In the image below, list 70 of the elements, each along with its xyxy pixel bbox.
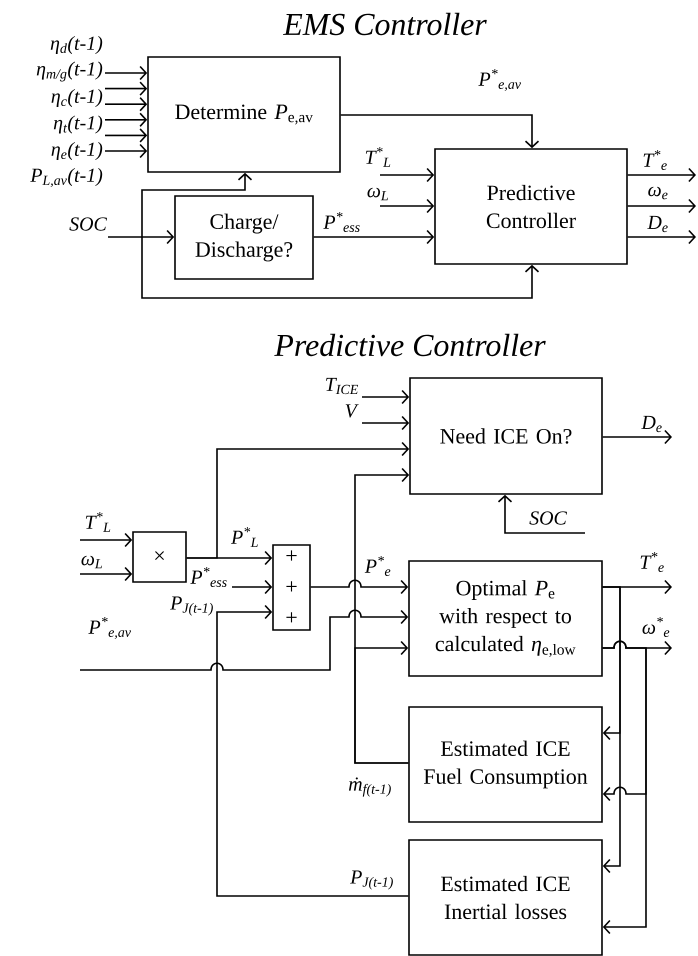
arrow <box>602 640 647 934</box>
arrow <box>105 144 148 158</box>
arrow <box>105 97 148 112</box>
arrow <box>628 168 696 182</box>
edge-label: T$_{ICE}$ <box>326 378 358 394</box>
edge-label: SOC <box>69 217 107 231</box>
edge-label: P$_{J(t-1)}$ <box>350 870 393 890</box>
arrow <box>380 198 434 214</box>
edge-label: D$_{e}$ <box>641 416 662 432</box>
heading: Predictive Controller <box>274 334 546 356</box>
edge-label: η$_{m/g}$(t-1) <box>36 62 102 82</box>
edge-label: ω$_{L}$ <box>368 188 388 200</box>
block-box: Estimated ICE Fuel Consumption <box>408 706 603 823</box>
edge-label: D$_{e}$ <box>647 216 668 232</box>
edge-label: T$^{*}$e <box>644 150 667 170</box>
arrow <box>80 532 132 548</box>
arrow <box>141 237 540 299</box>
edge-label: ω$_{L}$ <box>82 556 102 568</box>
arrow <box>141 172 252 237</box>
edge-label: V <box>346 404 359 418</box>
arrow <box>105 82 148 96</box>
arrow <box>232 580 272 594</box>
edge-label: P$_{L,av}$(t-1) <box>30 168 102 188</box>
edge-label: P$^{*}$e,av <box>88 617 131 639</box>
arrow <box>80 566 132 582</box>
edge-label: T$^{*}$L <box>86 512 110 532</box>
block-box: Need ICE On? <box>409 377 603 495</box>
edge-label: P$^{*}$e <box>364 556 390 576</box>
arrow <box>498 494 585 534</box>
arrow <box>628 198 696 214</box>
summing-block: + + + <box>272 544 311 631</box>
edge-label: η$_{e}$(t-1) <box>52 142 102 160</box>
arrow <box>108 230 174 244</box>
arrow <box>216 604 408 897</box>
edge-label: T$^{*}$e <box>640 552 664 572</box>
arrow <box>354 640 408 764</box>
block-box: Determine P$_{e,av}$ <box>147 56 341 173</box>
edge-label: T$^{*}$L <box>366 147 390 167</box>
block-box: Optimal P$_{e}$ with respect to calculated η$_{e,low}$ <box>408 560 603 677</box>
arrow <box>340 114 540 148</box>
block-box: Estimated ICE Inertial losses <box>408 839 603 956</box>
edge-label: η$_{d}$(t-1) <box>50 36 102 54</box>
edge-label: ṁ$_{f(t-1)}$ <box>348 777 391 797</box>
arrow <box>628 230 696 244</box>
edge-label: P$^{*}$e,av <box>478 69 521 91</box>
arrow <box>314 230 434 244</box>
block-box: Predictive Controller <box>434 148 628 265</box>
edge-label: P$^{*}$L <box>230 527 258 547</box>
arrow <box>186 550 272 566</box>
arrow <box>80 610 408 671</box>
arrow <box>105 128 148 142</box>
heading: EMS Controller <box>282 12 487 36</box>
arrow <box>105 66 148 80</box>
arrow <box>602 586 621 874</box>
block-box: Charge/ Discharge? <box>174 195 314 280</box>
edge-label: P$^{*}$ess <box>323 212 360 232</box>
edge-label: ω$^{*}$e <box>642 617 670 637</box>
arrow <box>310 580 408 594</box>
edge-label: η$_{t}$(t-1) <box>54 115 102 134</box>
arrow <box>362 416 410 430</box>
arrow <box>105 112 148 127</box>
multiplier-block: × <box>132 531 187 583</box>
edge-label: η$_{c}$(t-1) <box>52 88 102 108</box>
edge-label: ω$_{e}$ <box>648 186 668 200</box>
signal-label: P$_{J(t-1)}$ <box>170 596 213 616</box>
edge-label: SOC <box>529 511 567 525</box>
edge-label: P$^{*}$ess <box>190 567 227 587</box>
arrow <box>380 168 434 182</box>
arrow <box>362 390 410 404</box>
arrow <box>602 430 672 444</box>
